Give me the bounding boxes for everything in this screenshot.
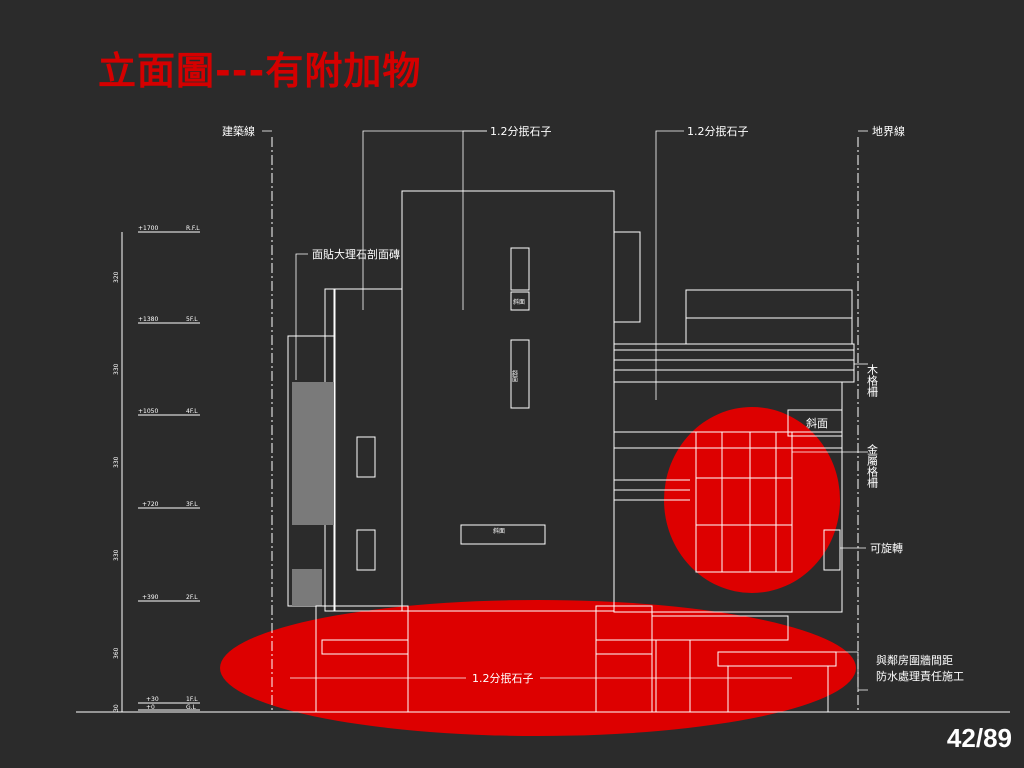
dimension-labels: 320 330 330 330 360 30 — [113, 271, 120, 712]
label-boundary-line: 地界線 — [872, 124, 905, 138]
level-value-3f: +720 — [142, 501, 159, 508]
label-neighbor-line2: 防水處理責任施工 — [876, 669, 964, 683]
level-name-1f: 1F.L — [186, 696, 198, 703]
label-slope-small-1: 斜面 — [513, 298, 525, 306]
slide-title: 立面圖---有附加物 — [98, 49, 422, 93]
level-name-2f: 2F.L — [186, 594, 198, 601]
label-slope-right: 斜面 — [806, 417, 828, 430]
label-rotatable: 可旋轉 — [870, 541, 903, 555]
label-building-line: 建築線 — [222, 124, 255, 138]
dim-gl-1f: 30 — [113, 704, 120, 712]
highlight-ground-zone — [220, 600, 856, 736]
level-value-5f: +1380 — [138, 316, 158, 323]
level-value-1f: +30 — [146, 696, 159, 703]
level-name-gl: G.L — [186, 704, 197, 711]
level-markers: +1700 R.F.L +1380 5F.L +1050 4F.L +720 3… — [138, 225, 200, 711]
label-stone-top-left: 1.2分抿石子 — [490, 124, 552, 138]
annotations: 建築線 1.2分抿石子 1.2分抿石子 地界線 面貼大理石剖面磚 木格柵 斜面 … — [222, 124, 964, 685]
label-metal-grille: 金屬格柵 — [866, 443, 879, 488]
dim-4f-5f: 330 — [113, 363, 120, 375]
label-neighbor-line1: 與鄰房圍牆間距 — [876, 653, 953, 667]
label-wood-grille: 木格柵 — [866, 364, 879, 397]
dim-1f-2f: 360 — [113, 647, 120, 659]
level-name-5f: 5F.L — [186, 316, 198, 323]
level-value-4f: +1050 — [138, 408, 158, 415]
dim-2f-3f: 330 — [113, 549, 120, 561]
level-value-gl: +0 — [146, 704, 155, 711]
level-name-4f: 4F.L — [186, 408, 198, 415]
dim-3f-4f: 330 — [113, 456, 120, 468]
label-stone-bottom: 1.2分抿石子 — [472, 671, 534, 685]
level-name-3f: 3F.L — [186, 501, 198, 508]
label-marble: 面貼大理石剖面磚 — [312, 247, 400, 261]
dim-5f-rf: 320 — [113, 271, 120, 283]
page-number: 42/89 — [946, 723, 1012, 753]
level-name-rf: R.F.L — [186, 225, 200, 232]
label-slope-small-2: 斜面 — [511, 369, 518, 383]
label-slope-small-3: 斜面 — [493, 527, 505, 535]
highlight-grille-zone — [664, 407, 840, 593]
label-stone-top-right: 1.2分抿石子 — [687, 124, 749, 138]
level-value-rf: +1700 — [138, 225, 158, 232]
level-value-2f: +390 — [142, 594, 159, 601]
